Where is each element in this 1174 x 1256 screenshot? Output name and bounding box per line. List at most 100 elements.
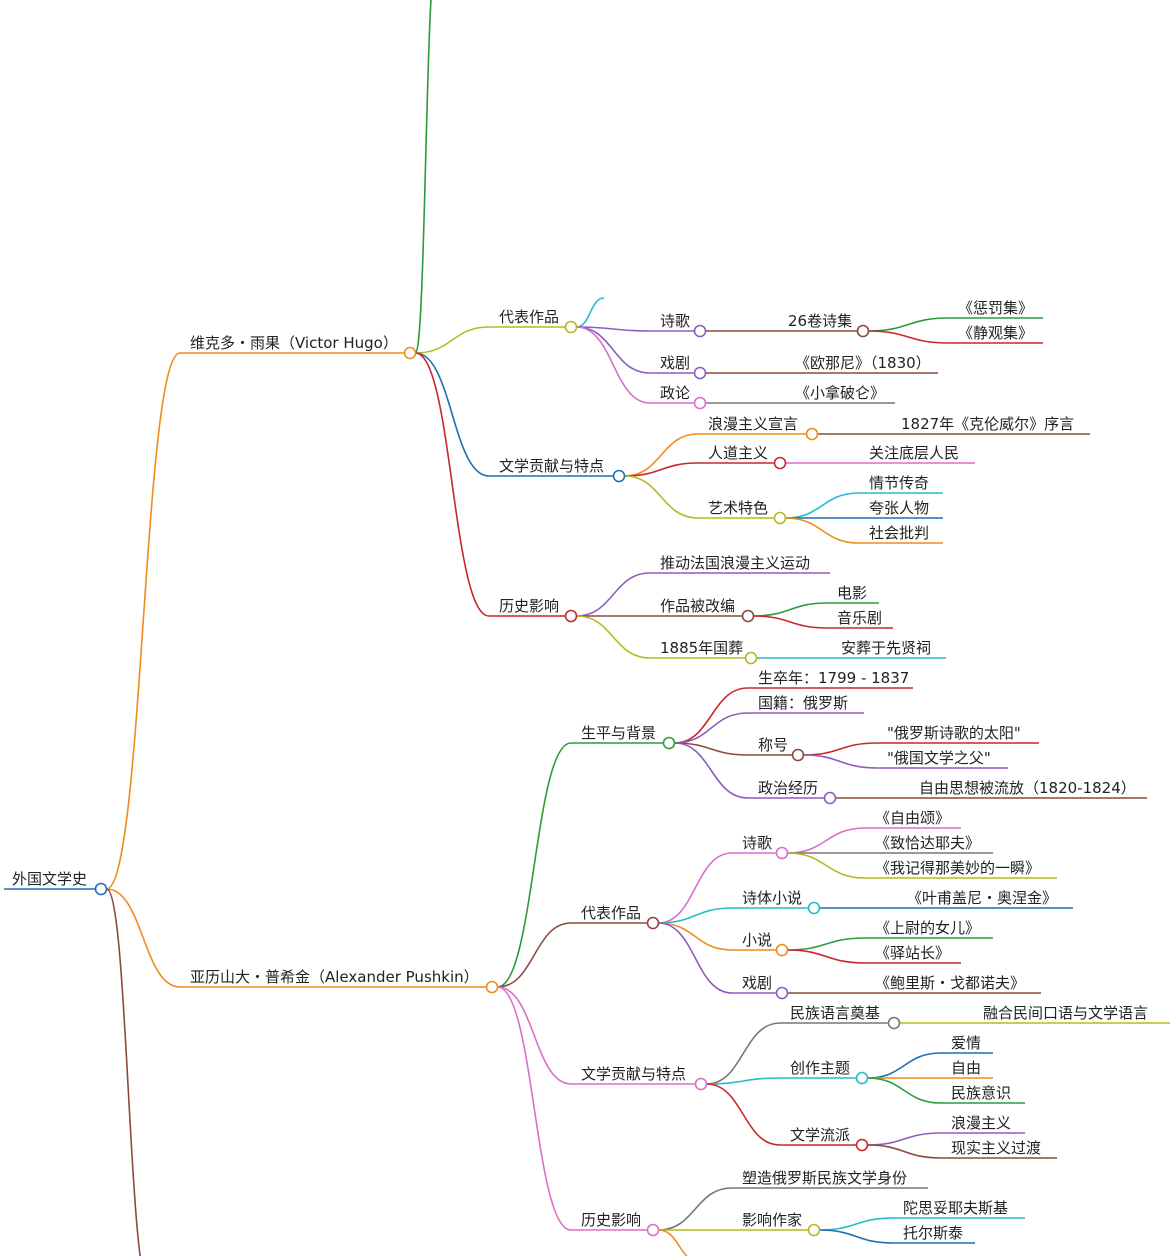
node-label-政论[interactable]: 政论 [660,384,690,402]
node-label-民族意识[interactable]: 民族意识 [951,1084,1011,1102]
node-label-推动法国浪漫主义运动[interactable]: 推动法国浪漫主义运动 [660,554,810,572]
branch-edge [497,986,572,1085]
node-label-艺术特色[interactable]: 艺术特色 [708,499,768,517]
collapse-toggle-icon[interactable] [855,1138,869,1152]
collapse-toggle-icon[interactable] [773,511,787,525]
collapse-toggle-icon[interactable] [773,456,787,470]
node-label-创作主题[interactable]: 创作主题 [790,1059,850,1077]
node-label-爱情[interactable]: 爱情 [951,1034,981,1052]
collapse-toggle-icon[interactable] [856,324,870,338]
node-label-诗歌[interactable]: 诗歌 [660,312,690,330]
node-label-小拿破仑[interactable]: 《小拿破仑》 [795,384,885,402]
node-label-民族语言奠基[interactable]: 民族语言奠基 [790,1004,880,1022]
node-label-生平与背景[interactable]: 生平与背景 [581,724,656,742]
node-label-静观集[interactable]: 《静观集》 [958,324,1033,342]
node-label-戏剧[interactable]: 戏剧 [660,354,690,372]
node-label-鲍里斯-戈都诺夫[interactable]: 《鲍里斯・戈都诺夫》 [875,974,1025,992]
collapse-toggle-icon[interactable] [807,901,821,915]
branch-edge [415,326,490,354]
node-label-欧那尼-1830[interactable]: 《欧那尼》（1830） [795,354,931,372]
node-label-外国文学史[interactable]: 外国文学史 [12,870,87,888]
node-label-历史影响[interactable]: 历史影响 [499,597,559,615]
collapse-toggle-icon[interactable] [646,1223,660,1237]
node-label-融合民间口语与文学语言[interactable]: 融合民间口语与文学语言 [983,1004,1148,1022]
node-label-国籍-俄罗斯[interactable]: 国籍：俄罗斯 [758,694,848,712]
clipped-branch-edge [414,0,432,354]
node-label-维克多-雨果-victor-hugo[interactable]: 维克多・雨果（Victor Hugo） [190,334,398,352]
node-label-我记得那美妙的一瞬[interactable]: 《我记得那美妙的一瞬》 [875,859,1040,877]
node-label-代表作品[interactable]: 代表作品 [581,904,641,922]
node-label-俄国文学之父[interactable]: "俄国文学之父" [887,749,991,767]
collapse-toggle-icon[interactable] [807,1223,821,1237]
node-label-亚历山大-普希金-alexander-pushkin[interactable]: 亚历山大・普希金（Alexander Pushkin） [190,968,479,986]
node-label-关注底层人民[interactable]: 关注底层人民 [869,444,959,462]
node-label-托尔斯泰[interactable]: 托尔斯泰 [903,1224,963,1242]
node-label-情节传奇[interactable]: 情节传奇 [869,474,929,492]
collapse-toggle-icon[interactable] [823,791,837,805]
node-label-驿站长[interactable]: 《驿站长》 [875,944,950,962]
node-label-浪漫主义[interactable]: 浪漫主义 [951,1114,1011,1132]
node-label-影响作家[interactable]: 影响作家 [742,1211,802,1229]
node-label-自由[interactable]: 自由 [951,1059,981,1077]
collapse-toggle-icon[interactable] [775,943,789,957]
node-label-塑造俄罗斯民族文学身份[interactable]: 塑造俄罗斯民族文学身份 [742,1169,907,1187]
node-label-1885年国葬[interactable]: 1885年国葬 [660,639,743,657]
collapse-toggle-icon[interactable] [887,1016,901,1030]
clipped-branch-edge [658,1229,688,1256]
node-label-小说[interactable]: 小说 [742,931,772,949]
node-label-现实主义过渡[interactable]: 现实主义过渡 [951,1139,1041,1157]
node-label-夸张人物[interactable]: 夸张人物 [869,499,929,517]
node-label-浪漫主义宣言[interactable]: 浪漫主义宣言 [708,415,798,433]
node-label-政治经历[interactable]: 政治经历 [758,779,818,797]
collapse-toggle-icon[interactable] [564,609,578,623]
node-label-自由思想被流放-1820-1824[interactable]: 自由思想被流放（1820-1824） [919,779,1136,797]
node-label-致恰达耶夫[interactable]: 《致恰达耶夫》 [875,834,980,852]
collapse-toggle-icon[interactable] [855,1071,869,1085]
node-label-文学流派[interactable]: 文学流派 [790,1126,850,1144]
collapse-toggle-icon[interactable] [693,324,707,338]
collapse-toggle-icon[interactable] [775,986,789,1000]
collapse-toggle-icon[interactable] [662,736,676,750]
node-label-26卷诗集[interactable]: 26卷诗集 [788,312,852,330]
node-label-陀思妥耶夫斯基[interactable]: 陀思妥耶夫斯基 [903,1199,1008,1217]
node-label-文学贡献与特点[interactable]: 文学贡献与特点 [581,1065,686,1083]
collapse-toggle-icon[interactable] [694,1077,708,1091]
node-label-俄罗斯诗歌的太阳[interactable]: "俄罗斯诗歌的太阳" [887,724,1021,742]
node-label-诗歌[interactable]: 诗歌 [742,834,772,852]
node-label-音乐剧[interactable]: 音乐剧 [837,609,882,627]
collapse-toggle-icon[interactable] [94,882,108,896]
node-label-1827年-克伦威尔-序言[interactable]: 1827年《克伦威尔》序言 [901,415,1074,433]
node-label-上尉的女儿[interactable]: 《上尉的女儿》 [875,919,980,937]
collapse-toggle-icon[interactable] [741,609,755,623]
node-label-代表作品[interactable]: 代表作品 [499,308,559,326]
collapse-toggle-icon[interactable] [805,427,819,441]
node-label-文学贡献与特点[interactable]: 文学贡献与特点 [499,457,604,475]
collapse-toggle-icon[interactable] [791,748,805,762]
node-label-惩罚集[interactable]: 《惩罚集》 [958,299,1033,317]
node-label-电影[interactable]: 电影 [837,584,867,602]
node-label-称号[interactable]: 称号 [758,736,788,754]
node-label-社会批判[interactable]: 社会批判 [869,524,929,542]
node-label-诗体小说[interactable]: 诗体小说 [742,889,802,907]
node-label-人道主义[interactable]: 人道主义 [708,444,768,462]
branch-edge [497,742,572,988]
node-label-作品被改编[interactable]: 作品被改编 [660,597,735,615]
collapse-toggle-icon[interactable] [403,346,417,360]
collapse-toggle-icon[interactable] [693,396,707,410]
node-label-安葬于先贤祠[interactable]: 安葬于先贤祠 [841,639,931,657]
node-label-历史影响[interactable]: 历史影响 [581,1211,641,1229]
collapse-toggle-icon[interactable] [485,980,499,994]
node-label-生卒年-1799---1837[interactable]: 生卒年：1799 - 1837 [758,669,909,687]
collapse-toggle-icon[interactable] [646,916,660,930]
branch-edge [706,1022,781,1085]
collapse-toggle-icon[interactable] [744,651,758,665]
collapse-toggle-icon[interactable] [693,366,707,380]
collapse-toggle-icon[interactable] [564,320,578,334]
collapse-toggle-icon[interactable] [612,469,626,483]
collapse-toggle-icon[interactable] [775,846,789,860]
node-label-自由颂[interactable]: 《自由颂》 [875,809,950,827]
node-label-戏剧[interactable]: 戏剧 [742,974,772,992]
node-label-叶甫盖尼-奥涅金[interactable]: 《叶甫盖尼・奥涅金》 [907,889,1057,907]
branch-edge [658,907,733,924]
